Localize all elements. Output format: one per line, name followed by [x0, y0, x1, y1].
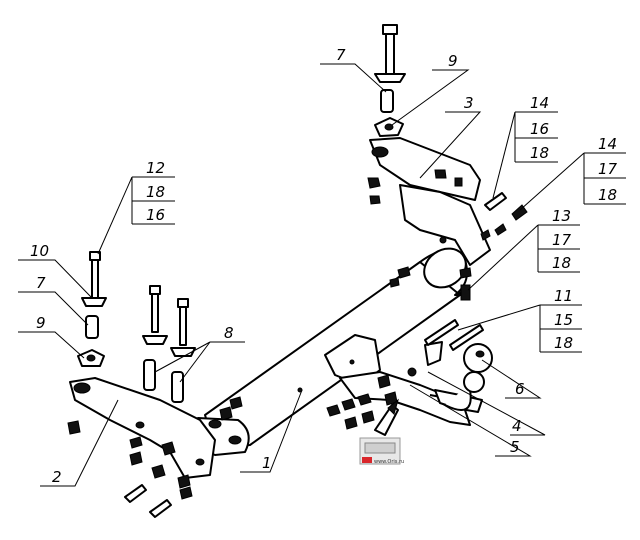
callout-7-top: 7	[336, 46, 346, 64]
callout-8: 8	[224, 324, 234, 342]
callout-16-left: 16	[146, 206, 165, 224]
oris-logo: www.Oris.ru	[359, 437, 404, 465]
left-bracket	[69, 377, 216, 479]
left-bolt-assembly	[67, 251, 107, 435]
bolts-8	[142, 285, 196, 403]
callout-11: 11	[554, 287, 573, 305]
callout-5: 5	[510, 438, 520, 456]
callout-18-mid: 18	[552, 254, 571, 272]
callout-7-left: 7	[36, 274, 46, 292]
callout-13: 13	[552, 207, 571, 225]
logo-text: www.Oris.ru	[374, 459, 404, 465]
callout-16-top: 16	[530, 120, 549, 138]
callout-9-top: 9	[448, 52, 458, 70]
callout-12: 12	[146, 159, 165, 177]
bolts-11	[424, 319, 484, 351]
callout-17-right: 17	[598, 160, 618, 178]
callout-17-mid: 17	[552, 231, 572, 249]
right-side-bolts	[389, 192, 528, 301]
callout-15: 15	[554, 311, 573, 329]
tow-neck	[324, 334, 493, 426]
callout-3: 3	[464, 94, 474, 112]
callout-1: 1	[262, 454, 272, 472]
callout-18-low: 18	[554, 334, 573, 352]
callout-6: 6	[515, 380, 525, 398]
right-bracket	[369, 137, 491, 266]
callout-9-left: 9	[36, 314, 46, 332]
callout-10: 10	[30, 242, 49, 260]
callout-14-right: 14	[598, 135, 617, 153]
lower-fasteners	[124, 396, 243, 518]
callout-14-top: 14	[530, 94, 549, 112]
callout-2: 2	[52, 468, 62, 486]
callout-4: 4	[512, 417, 522, 435]
neck-fasteners	[326, 393, 399, 436]
callout-18-right: 18	[598, 186, 617, 204]
top-right-bolt-assembly	[367, 24, 406, 205]
callout-labels: 1 2 3 4 5 6 7 9 7 9 10 8 12 18 16 14 16 …	[30, 46, 618, 486]
callout-18-left: 18	[146, 183, 165, 201]
callout-18-top: 18	[530, 144, 549, 162]
leader-lines	[18, 63, 626, 487]
